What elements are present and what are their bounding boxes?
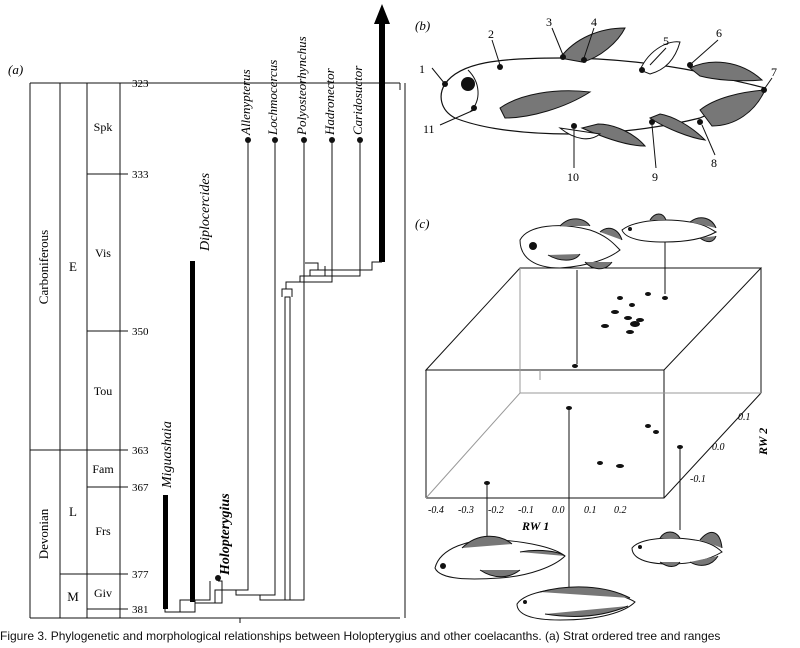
panel-b-label: (b) <box>415 18 430 33</box>
fish-specimen-bottom-right <box>631 531 723 567</box>
x-axis-label: RW 1 <box>521 519 549 533</box>
landmark-labels: 1 2 3 4 5 6 7 8 9 10 11 <box>419 15 777 184</box>
age-323: 323 <box>132 78 149 90</box>
taxon-diplocercides: Diplocercides <box>198 172 213 252</box>
svg-text:-0.2: -0.2 <box>488 505 504 516</box>
fish-specimen-bottom-left <box>434 535 566 580</box>
rw1-axis-ticks: -0.4 -0.3 -0.2 -0.1 0.0 0.1 0.2 <box>428 505 627 516</box>
fish-specimen-top-right <box>621 213 718 243</box>
stage-frs: Frs <box>95 524 111 538</box>
age-333: 333 <box>132 169 149 181</box>
landmark-1: 1 <box>419 62 425 76</box>
panel-a-label: (a) <box>8 62 23 77</box>
landmark-6: 6 <box>716 26 722 40</box>
taxon-hadronector: Hadronector <box>322 67 337 136</box>
age-377: 377 <box>132 569 149 581</box>
cladogram <box>164 140 382 613</box>
landmark-10: 10 <box>567 170 579 184</box>
svg-text:-0.1: -0.1 <box>690 474 706 485</box>
svg-text:0.0: 0.0 <box>712 442 725 453</box>
period-devonian: Devonian <box>36 508 51 559</box>
arrow-head <box>374 4 390 24</box>
svg-text:0.1: 0.1 <box>738 412 751 423</box>
range-bar-miguashaia <box>163 495 168 609</box>
age-350: 350 <box>132 326 149 338</box>
age-367: 367 <box>132 482 149 494</box>
landmark-3: 3 <box>546 15 552 29</box>
period-carboniferous: Carboniferous <box>36 230 51 304</box>
tip-polyosteorhynchus <box>301 137 307 143</box>
morphospace-points-upper <box>572 292 668 368</box>
landmark-11: 11 <box>423 122 435 136</box>
tree-tips <box>215 137 363 581</box>
age-ticks <box>120 82 130 610</box>
epoch-late: L <box>69 504 77 519</box>
morphospace-box <box>424 267 763 499</box>
morphospace-points-lower <box>484 406 683 485</box>
landmark-leaders <box>431 27 773 169</box>
landmark-8: 8 <box>711 156 717 170</box>
tip-holopterygius <box>215 575 221 581</box>
tip-lochmocercus <box>272 137 278 143</box>
range-bar-caridosuctor-arrow <box>379 22 385 262</box>
tip-allenypterus <box>245 137 251 143</box>
fish-landmark-drawing <box>440 27 767 147</box>
svg-text:-0.1: -0.1 <box>518 505 534 516</box>
taxon-caridosuctor: Caridosuctor <box>350 65 365 135</box>
stage-giv: Giv <box>94 586 112 600</box>
svg-text:-0.3: -0.3 <box>458 505 474 516</box>
svg-text:-0.4: -0.4 <box>428 505 444 516</box>
taxon-lochmocercus: Lochmocercus <box>265 60 280 136</box>
timescale-column <box>29 82 406 623</box>
stage-fam: Fam <box>92 462 114 476</box>
landmark-2: 2 <box>488 27 494 41</box>
tip-caridosuctor <box>357 137 363 143</box>
age-381: 381 <box>132 604 149 616</box>
specimen-leaders <box>486 238 681 590</box>
range-bar-diplocercides <box>190 261 195 602</box>
tip-hadronector <box>329 137 335 143</box>
figure-caption: Figure 3. Phylogenetic and morphological… <box>0 629 721 643</box>
svg-text:0.0: 0.0 <box>552 505 565 516</box>
taxon-holopterygius: Holopterygius <box>218 493 233 576</box>
landmark-4: 4 <box>591 15 597 29</box>
landmark-9: 9 <box>652 170 658 184</box>
taxon-miguashaia: Miguashaia <box>160 421 175 489</box>
range-bars <box>163 4 390 609</box>
stage-tou: Tou <box>94 384 113 398</box>
stage-vis: Vis <box>95 246 111 260</box>
landmark-5: 5 <box>663 34 669 48</box>
panel-c-label: (c) <box>415 216 429 231</box>
epoch-middle: M <box>67 589 79 604</box>
epoch-early: E <box>69 259 77 274</box>
svg-text:0.2: 0.2 <box>614 505 627 516</box>
taxon-allenypterus: Allenypterus <box>238 69 253 136</box>
fish-specimen-top-left <box>519 218 623 270</box>
taxon-polyosteorhynchus: Polyosteorhynchus <box>294 36 309 136</box>
y-axis-label: RW 2 <box>756 428 770 456</box>
rw2-axis-ticks: 0.1 0.0 -0.1 <box>690 412 751 485</box>
fish-specimen-bottom-center <box>516 586 636 621</box>
age-363: 363 <box>132 445 149 457</box>
landmark-7: 7 <box>771 65 777 79</box>
stage-spk: Spk <box>94 120 113 134</box>
svg-text:0.1: 0.1 <box>584 505 597 516</box>
